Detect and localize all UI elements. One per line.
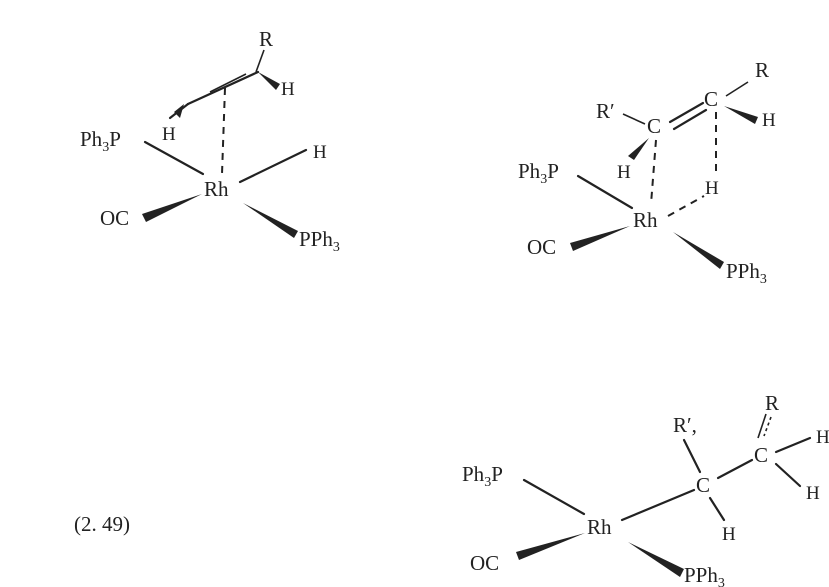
s1-oc-wedge	[142, 194, 202, 222]
s3-h-c-label: H	[722, 524, 736, 545]
s2-hydride-label: H	[705, 178, 719, 199]
s2-h-c-label: H	[617, 162, 631, 183]
structure-3-alkyl-complex: R R′, C H H C H Ph3P Rh OC PPh3	[462, 391, 829, 587]
s1-r-label: R	[259, 27, 273, 51]
s1-alkene-second-bond	[209, 73, 247, 93]
s1-h-right-label: H	[281, 79, 295, 100]
s3-rh-label: Rh	[587, 515, 612, 539]
s3-c-right-label: C	[754, 443, 768, 467]
s1-h-right-wedge	[258, 72, 280, 90]
s2-h-right-wedge	[724, 106, 758, 124]
s3-rh-c-bond	[620, 488, 696, 522]
s3-r-bond	[757, 413, 767, 439]
s3-h-far-bond	[774, 436, 812, 454]
s2-dashed-rh-h	[667, 195, 705, 217]
s1-hydride-label: H	[313, 142, 327, 163]
s3-pph3-label: PPh3	[684, 563, 725, 587]
s2-rh-label: Rh	[633, 208, 658, 232]
s3-h-lower-bond	[774, 462, 802, 488]
s3-r-label: R	[765, 391, 779, 415]
s3-pph3-wedge	[628, 542, 684, 577]
s3-h-lower-label: H	[806, 483, 820, 504]
s1-ph3p-bond	[143, 140, 205, 176]
s1-hydride-bond	[238, 148, 308, 184]
s1-pph3-label: PPh3	[299, 227, 340, 255]
structure-1-alkene-complex: R H H Ph3P H Rh OC PPh3	[80, 27, 340, 255]
s1-alkene-bond	[186, 70, 260, 106]
s2-h-right-label: H	[762, 110, 776, 131]
s1-pph3-wedge	[243, 203, 298, 238]
s3-r-prime-label: R′,	[673, 413, 697, 437]
s2-double-bond-1	[668, 101, 705, 124]
s3-c-h-bond	[708, 496, 726, 522]
s3-r-prime-bond	[682, 438, 702, 474]
s1-oc-label: OC	[100, 206, 129, 230]
structure-2-transition-state: R C R′ C H H H Ph3P Rh OC PPh3	[518, 58, 776, 287]
s2-c-right-label: C	[704, 87, 718, 111]
s2-pph3-wedge	[673, 232, 724, 269]
s2-ph3p-label: Ph3P	[518, 159, 559, 187]
s2-r-prime-bond	[622, 113, 646, 125]
s1-dashed-bond	[221, 87, 226, 175]
s2-oc-wedge	[570, 226, 630, 251]
s1-ph3p-label: Ph3P	[80, 127, 121, 155]
s2-c-left-label: C	[647, 114, 661, 138]
s3-ph3p-label: Ph3P	[462, 462, 503, 490]
s2-r-prime-label: R′	[596, 99, 615, 123]
s2-oc-label: OC	[527, 235, 556, 259]
s3-c-c-bond	[716, 458, 754, 480]
s3-c-left-label: C	[696, 473, 710, 497]
s1-h-left-label: H	[162, 124, 176, 145]
s2-r-label: R	[755, 58, 769, 82]
s3-oc-wedge	[516, 533, 585, 560]
s3-h-far-label: H	[816, 427, 829, 448]
s2-dashed-c-rh	[650, 139, 657, 205]
s1-rh-label: Rh	[204, 177, 229, 201]
s1-h-left-wedge	[174, 104, 184, 118]
s3-r-bond-dash	[763, 416, 772, 437]
s1-r-bond	[255, 49, 265, 73]
s2-h-c-wedge	[628, 138, 649, 160]
equation-number: (2. 49)	[74, 512, 130, 536]
s3-ph3p-bond	[522, 478, 586, 516]
s2-ph3p-bond	[576, 174, 634, 210]
s2-pph3-label: PPh3	[726, 259, 767, 287]
s2-double-bond-2	[672, 108, 708, 131]
s3-oc-label: OC	[470, 551, 499, 575]
s2-r-bond	[725, 81, 749, 97]
